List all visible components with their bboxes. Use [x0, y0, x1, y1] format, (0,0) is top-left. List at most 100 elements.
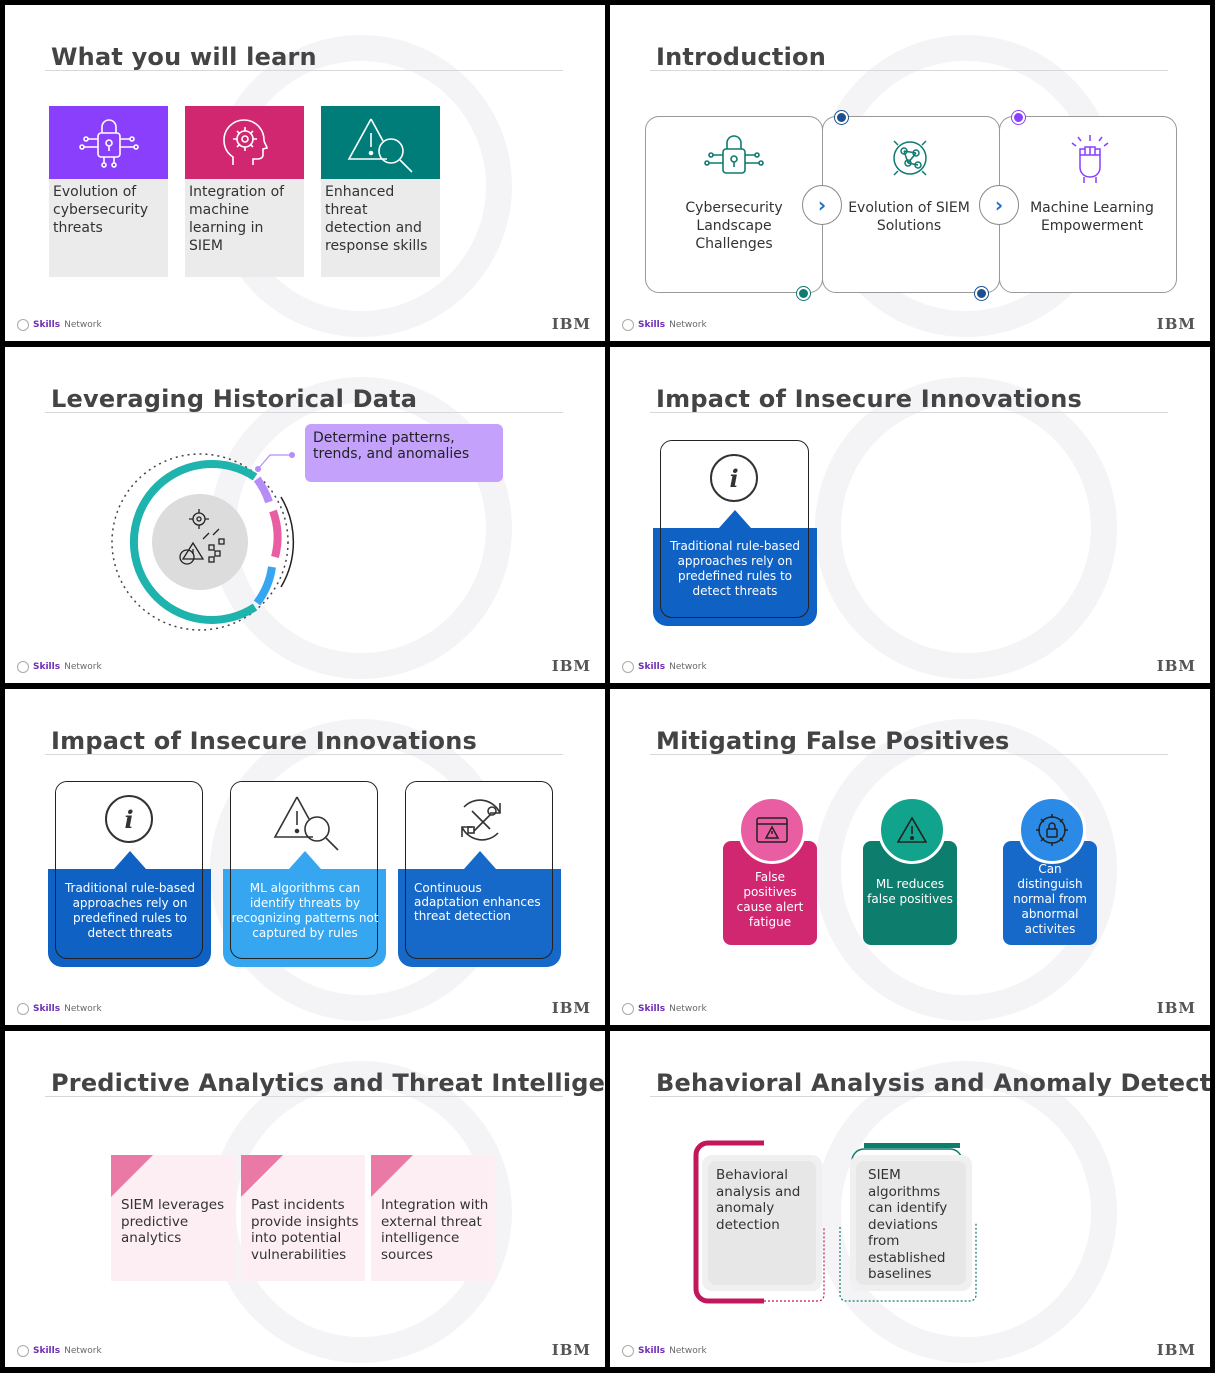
connector-dot	[835, 111, 848, 124]
footer-skills: Skills	[33, 1004, 61, 1014]
impact-card-body	[223, 869, 386, 967]
footer-network: Network	[64, 320, 102, 330]
learn-card: Integration of machine learning in SIEM	[185, 106, 304, 277]
ibm-logo: IBM	[1156, 999, 1196, 1017]
lock-circuit-icon	[704, 135, 764, 174]
skills-network-logo-icon	[17, 1003, 29, 1015]
ibm-logo: IBM	[551, 315, 591, 333]
skills-network-logo-icon	[622, 319, 634, 331]
slide-title: Mitigating False Positives	[656, 727, 1010, 755]
behavioral-card-text: SIEM algorithms can identify deviations …	[856, 1161, 966, 1285]
predictive-card: Integration with external threat intelli…	[371, 1155, 495, 1281]
impact-card-pointer	[289, 851, 321, 869]
title-divider	[45, 754, 563, 755]
watermark	[815, 377, 1117, 679]
skills-network-logo-icon	[17, 661, 29, 673]
slide-impact-insecure-innovations-2: Impact of Insecure Innovations i Traditi…	[5, 689, 605, 1025]
impact-card: Continuous adaptation enhances threat de…	[398, 781, 561, 967]
impact-card-frame	[660, 440, 809, 618]
skills-network-logo-icon	[622, 1345, 634, 1357]
skills-network-logo-icon	[17, 319, 29, 331]
footer-skills: Skills	[33, 320, 61, 330]
mitigation-card-text: Can distinguish normal from abnormal act…	[1013, 862, 1087, 936]
impact-card-text: Traditional rule-based approaches rely o…	[64, 881, 196, 940]
corner-flag	[241, 1155, 283, 1197]
impact-card-text: ML algorithms can identify threats by re…	[231, 881, 379, 940]
title-divider	[45, 70, 563, 71]
mitigation-card: Can distinguish normal from abnormal act…	[1003, 841, 1097, 945]
slide-behavioral-analysis: Behavioral Analysis and Anomaly Detectio…	[610, 1031, 1210, 1367]
learn-card: Evolution of cybersecurity threats	[49, 106, 168, 277]
callout-box: Determine patterns, trends, and anomalie…	[305, 424, 503, 482]
brain-network-icon	[893, 140, 927, 176]
impact-card: i Traditional rule-based approaches rely…	[653, 440, 817, 626]
warning-magnifier-icon	[273, 796, 339, 851]
learn-card-text: Enhanced threat detection and response s…	[325, 184, 428, 254]
slide-predictive-analytics: Predictive Analytics and Threat Intellig…	[5, 1031, 605, 1367]
title-divider	[45, 1096, 563, 1097]
slide-title: What you will learn	[51, 43, 317, 71]
slide-title: Impact of Insecure Innovations	[656, 385, 1082, 413]
title-divider	[650, 70, 1168, 71]
impact-card-pointer	[464, 851, 496, 869]
footer-network: Network	[64, 662, 102, 672]
title-divider	[650, 412, 1168, 413]
footer-skills: Skills	[33, 1346, 61, 1356]
impact-card-body	[653, 528, 817, 626]
intro-label: Evolution of SIEM Solutions	[848, 200, 970, 234]
predictive-card-text: Past incidents provide insights into pot…	[251, 1197, 359, 1263]
mitigation-card-text: ML reduces false positives	[867, 877, 953, 906]
predictive-card: Past incidents provide insights into pot…	[241, 1155, 365, 1281]
slide-title: Predictive Analytics and Threat Intellig…	[51, 1069, 605, 1097]
impact-card-body	[48, 869, 211, 967]
mitigation-card-text: False positives cause alert fatigue	[736, 870, 804, 929]
slide-introduction: Introduction Cybersecurity Landscape Cha…	[610, 5, 1210, 341]
footer-network: Network	[669, 1346, 707, 1356]
impact-card-pointer	[114, 851, 146, 869]
intro-box	[999, 116, 1177, 293]
connector-dot	[797, 287, 810, 300]
predictive-card-text: Integration with external threat intelli…	[381, 1197, 489, 1263]
footer-network: Network	[669, 320, 707, 330]
intro-box	[822, 116, 1000, 293]
slide-title: Impact of Insecure Innovations	[51, 727, 477, 755]
mitigation-card: False positives cause alert fatigue	[723, 841, 817, 945]
ibm-logo: IBM	[551, 999, 591, 1017]
connector-dot	[975, 287, 988, 300]
data-analysis-icon	[179, 509, 225, 565]
title-divider	[650, 1096, 1168, 1097]
title-divider	[650, 754, 1168, 755]
footer-skills: Skills	[638, 320, 666, 330]
learn-card-text: Integration of machine learning in SIEM	[189, 184, 285, 254]
slide-mitigating-false-positives: Mitigating False Positives False positiv…	[610, 689, 1210, 1025]
slide-impact-insecure-innovations-1: Impact of Insecure Innovations i Traditi…	[610, 347, 1210, 683]
predictive-card: SIEM leverages predictive analytics	[111, 1155, 235, 1281]
behavioral-card: Behavioral analysis and anomaly detectio…	[702, 1155, 822, 1291]
next-chevron-icon: ›	[802, 185, 842, 225]
ibm-logo: IBM	[1156, 315, 1196, 333]
impact-card-body	[398, 869, 561, 967]
historical-data-ring	[111, 453, 295, 631]
learn-card: Enhanced threat detection and response s…	[321, 106, 440, 277]
impact-card-text: Continuous adaptation enhances threat de…	[414, 881, 541, 923]
impact-card-text: Traditional rule-based approaches rely o…	[669, 539, 801, 598]
warning-icon	[878, 796, 946, 864]
warning-magnifier-icon	[347, 118, 413, 173]
callout-connector	[255, 452, 295, 472]
alert-window-icon	[738, 796, 806, 864]
learn-card-band	[185, 106, 304, 179]
intro-label: Cybersecurity Landscape Challenges	[685, 200, 783, 252]
connector-dot	[1012, 111, 1025, 124]
info-icon: i	[105, 795, 153, 843]
impact-card: ML algorithms can identify threats by re…	[223, 781, 386, 967]
intro-label: Machine Learning Empowerment	[1030, 200, 1154, 234]
raised-fist-icon	[1071, 135, 1109, 183]
impact-card-frame	[230, 781, 378, 959]
slide-title: Leveraging Historical Data	[51, 385, 418, 413]
